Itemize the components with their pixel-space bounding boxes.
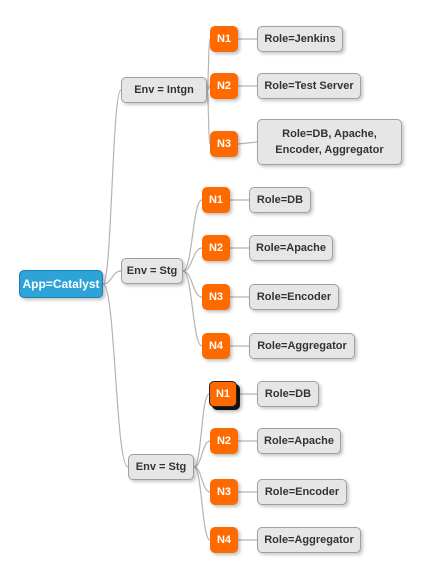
role-box-env2-n4[interactable]: Role=Aggregator: [249, 333, 355, 359]
role-box-env3-n3[interactable]: Role=Encoder: [257, 479, 347, 505]
connector-env1-n1: [206, 38, 211, 91]
node-badge-env3-n2[interactable]: N2: [210, 428, 238, 454]
connector-env1-n3: [206, 89, 211, 145]
node-badge-env1-n1[interactable]: N1: [210, 26, 238, 52]
env-node-stg-2[interactable]: Env = Stg: [128, 454, 194, 480]
node-badge-env3-n4[interactable]: N4: [210, 527, 238, 553]
node-badge-env2-n1[interactable]: N1: [202, 187, 230, 213]
connector-root-env1: [102, 89, 122, 285]
role-box-env1-n1[interactable]: Role=Jenkins: [257, 26, 343, 52]
connector-env2-n1: [182, 199, 203, 272]
role-box-env2-n2[interactable]: Role=Apache: [249, 235, 333, 261]
role-box-env1-n3[interactable]: Role=DB, Apache, Encoder, Aggregator: [257, 119, 402, 165]
connector-root-env3: [102, 283, 129, 468]
connector-env3-n1: [193, 393, 210, 468]
connector-badge-role-env1-n3: [237, 141, 258, 145]
node-badge-env2-n4[interactable]: N4: [202, 333, 230, 359]
node-badge-env1-n3[interactable]: N3: [210, 131, 238, 157]
role-box-env3-n2[interactable]: Role=Apache: [257, 428, 341, 454]
connector-root-env2: [102, 270, 122, 285]
connector-env3-n4: [193, 466, 211, 541]
node-badge-env2-n2[interactable]: N2: [202, 235, 230, 261]
role-box-env2-n3[interactable]: Role=Encoder: [249, 284, 339, 310]
connector-env2-n2: [182, 247, 203, 272]
connector-env2-n4: [182, 270, 203, 347]
env-node-stg-1[interactable]: Env = Stg: [121, 258, 183, 284]
role-box-env3-n1[interactable]: Role=DB: [257, 381, 319, 407]
env-node-intgn[interactable]: Env = Intgn: [121, 77, 207, 103]
node-badge-env1-n2[interactable]: N2: [210, 73, 238, 99]
connector-env3-n2: [193, 440, 211, 468]
role-box-env1-n2[interactable]: Role=Test Server: [257, 73, 361, 99]
node-badge-env2-n3[interactable]: N3: [202, 284, 230, 310]
role-box-env3-n4[interactable]: Role=Aggregator: [257, 527, 361, 553]
role-box-env2-n1[interactable]: Role=DB: [249, 187, 311, 213]
node-badge-env3-n3[interactable]: N3: [210, 479, 238, 505]
root-node-app[interactable]: App=Catalyst: [19, 270, 103, 298]
node-badge-env3-n1[interactable]: N1: [209, 381, 237, 407]
